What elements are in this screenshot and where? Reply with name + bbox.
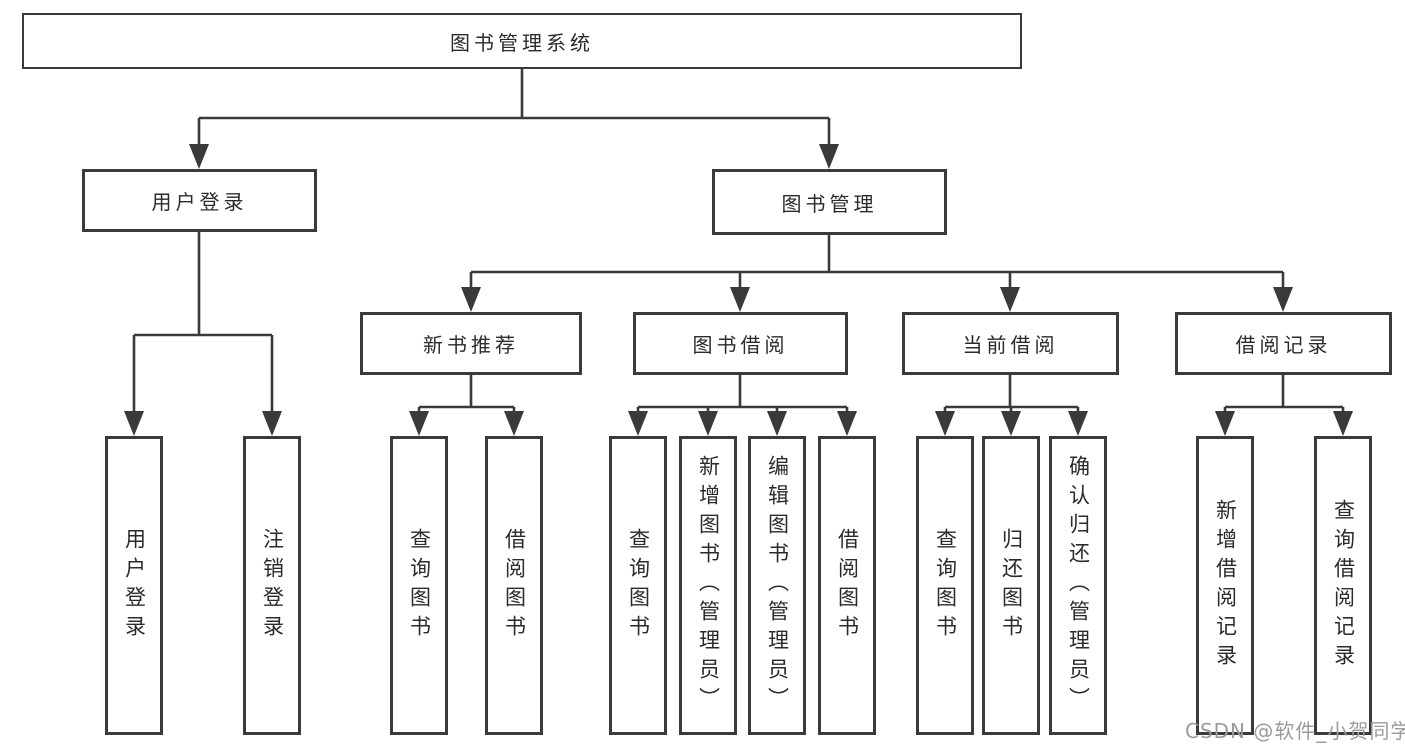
node-label: 图书管理 — [781, 191, 878, 216]
node-current-borrow: 当前借阅 — [902, 312, 1119, 375]
leaf-current-query-books: 查询图书 — [916, 436, 974, 735]
leaf-label: 归还图书 — [999, 527, 1024, 644]
watermark-text: CSDN @软件_小贺同学 — [1185, 719, 1405, 743]
leaf-records-add-record: 新增借阅记录 — [1196, 436, 1254, 735]
leaf-label: 借阅图书 — [502, 527, 527, 644]
node-label: 借阅记录 — [1235, 333, 1332, 357]
leaf-label: 借阅图书 — [835, 527, 860, 644]
leaf-borrow-edit-books-admin: 编辑图书（管理员） — [748, 436, 806, 735]
node-label: 图书借阅 — [692, 333, 789, 357]
leaf-records-query-record: 查询借阅记录 — [1314, 436, 1372, 735]
leaf-label: 新增图书（管理员） — [696, 455, 721, 716]
node-label: 新书推荐 — [423, 333, 519, 357]
node-book-borrow: 图书借阅 — [633, 312, 848, 375]
leaf-borrow-add-books-admin: 新增图书（管理员） — [679, 436, 737, 735]
leaf-current-return-books: 归还图书 — [982, 436, 1040, 735]
leaf-current-confirm-return-admin: 确认归还（管理员） — [1049, 436, 1107, 735]
leaf-borrow-borrow-books: 借阅图书 — [818, 436, 876, 735]
leaf-label: 查询图书 — [626, 527, 651, 644]
leaf-newbooks-borrow-books: 借阅图书 — [485, 436, 543, 735]
leaf-label: 编辑图书（管理员） — [765, 455, 790, 716]
node-new-book-recommend: 新书推荐 — [360, 312, 582, 375]
leaf-label: 查询借阅记录 — [1331, 498, 1356, 673]
node-label: 图书管理系统 — [450, 30, 594, 55]
leaf-newbooks-query-books: 查询图书 — [390, 436, 448, 735]
leaf-label: 确认归还（管理员） — [1066, 455, 1091, 716]
node-label: 当前借阅 — [962, 333, 1059, 357]
node-label: 用户登录 — [151, 190, 248, 214]
node-book-management: 图书管理 — [712, 169, 947, 235]
leaf-user-login: 用户登录 — [105, 436, 163, 735]
node-system-root: 图书管理系统 — [22, 13, 1022, 69]
leaf-logout-login: 注销登录 — [243, 436, 301, 735]
leaf-label: 查询图书 — [933, 527, 958, 644]
leaf-label: 注销登录 — [260, 527, 285, 644]
leaf-borrow-query-books: 查询图书 — [609, 436, 667, 735]
node-borrow-records: 借阅记录 — [1175, 312, 1392, 375]
node-user-login: 用户登录 — [82, 169, 317, 232]
leaf-label: 新增借阅记录 — [1213, 498, 1238, 673]
leaf-label: 用户登录 — [122, 527, 147, 644]
leaf-label: 查询图书 — [407, 527, 432, 644]
